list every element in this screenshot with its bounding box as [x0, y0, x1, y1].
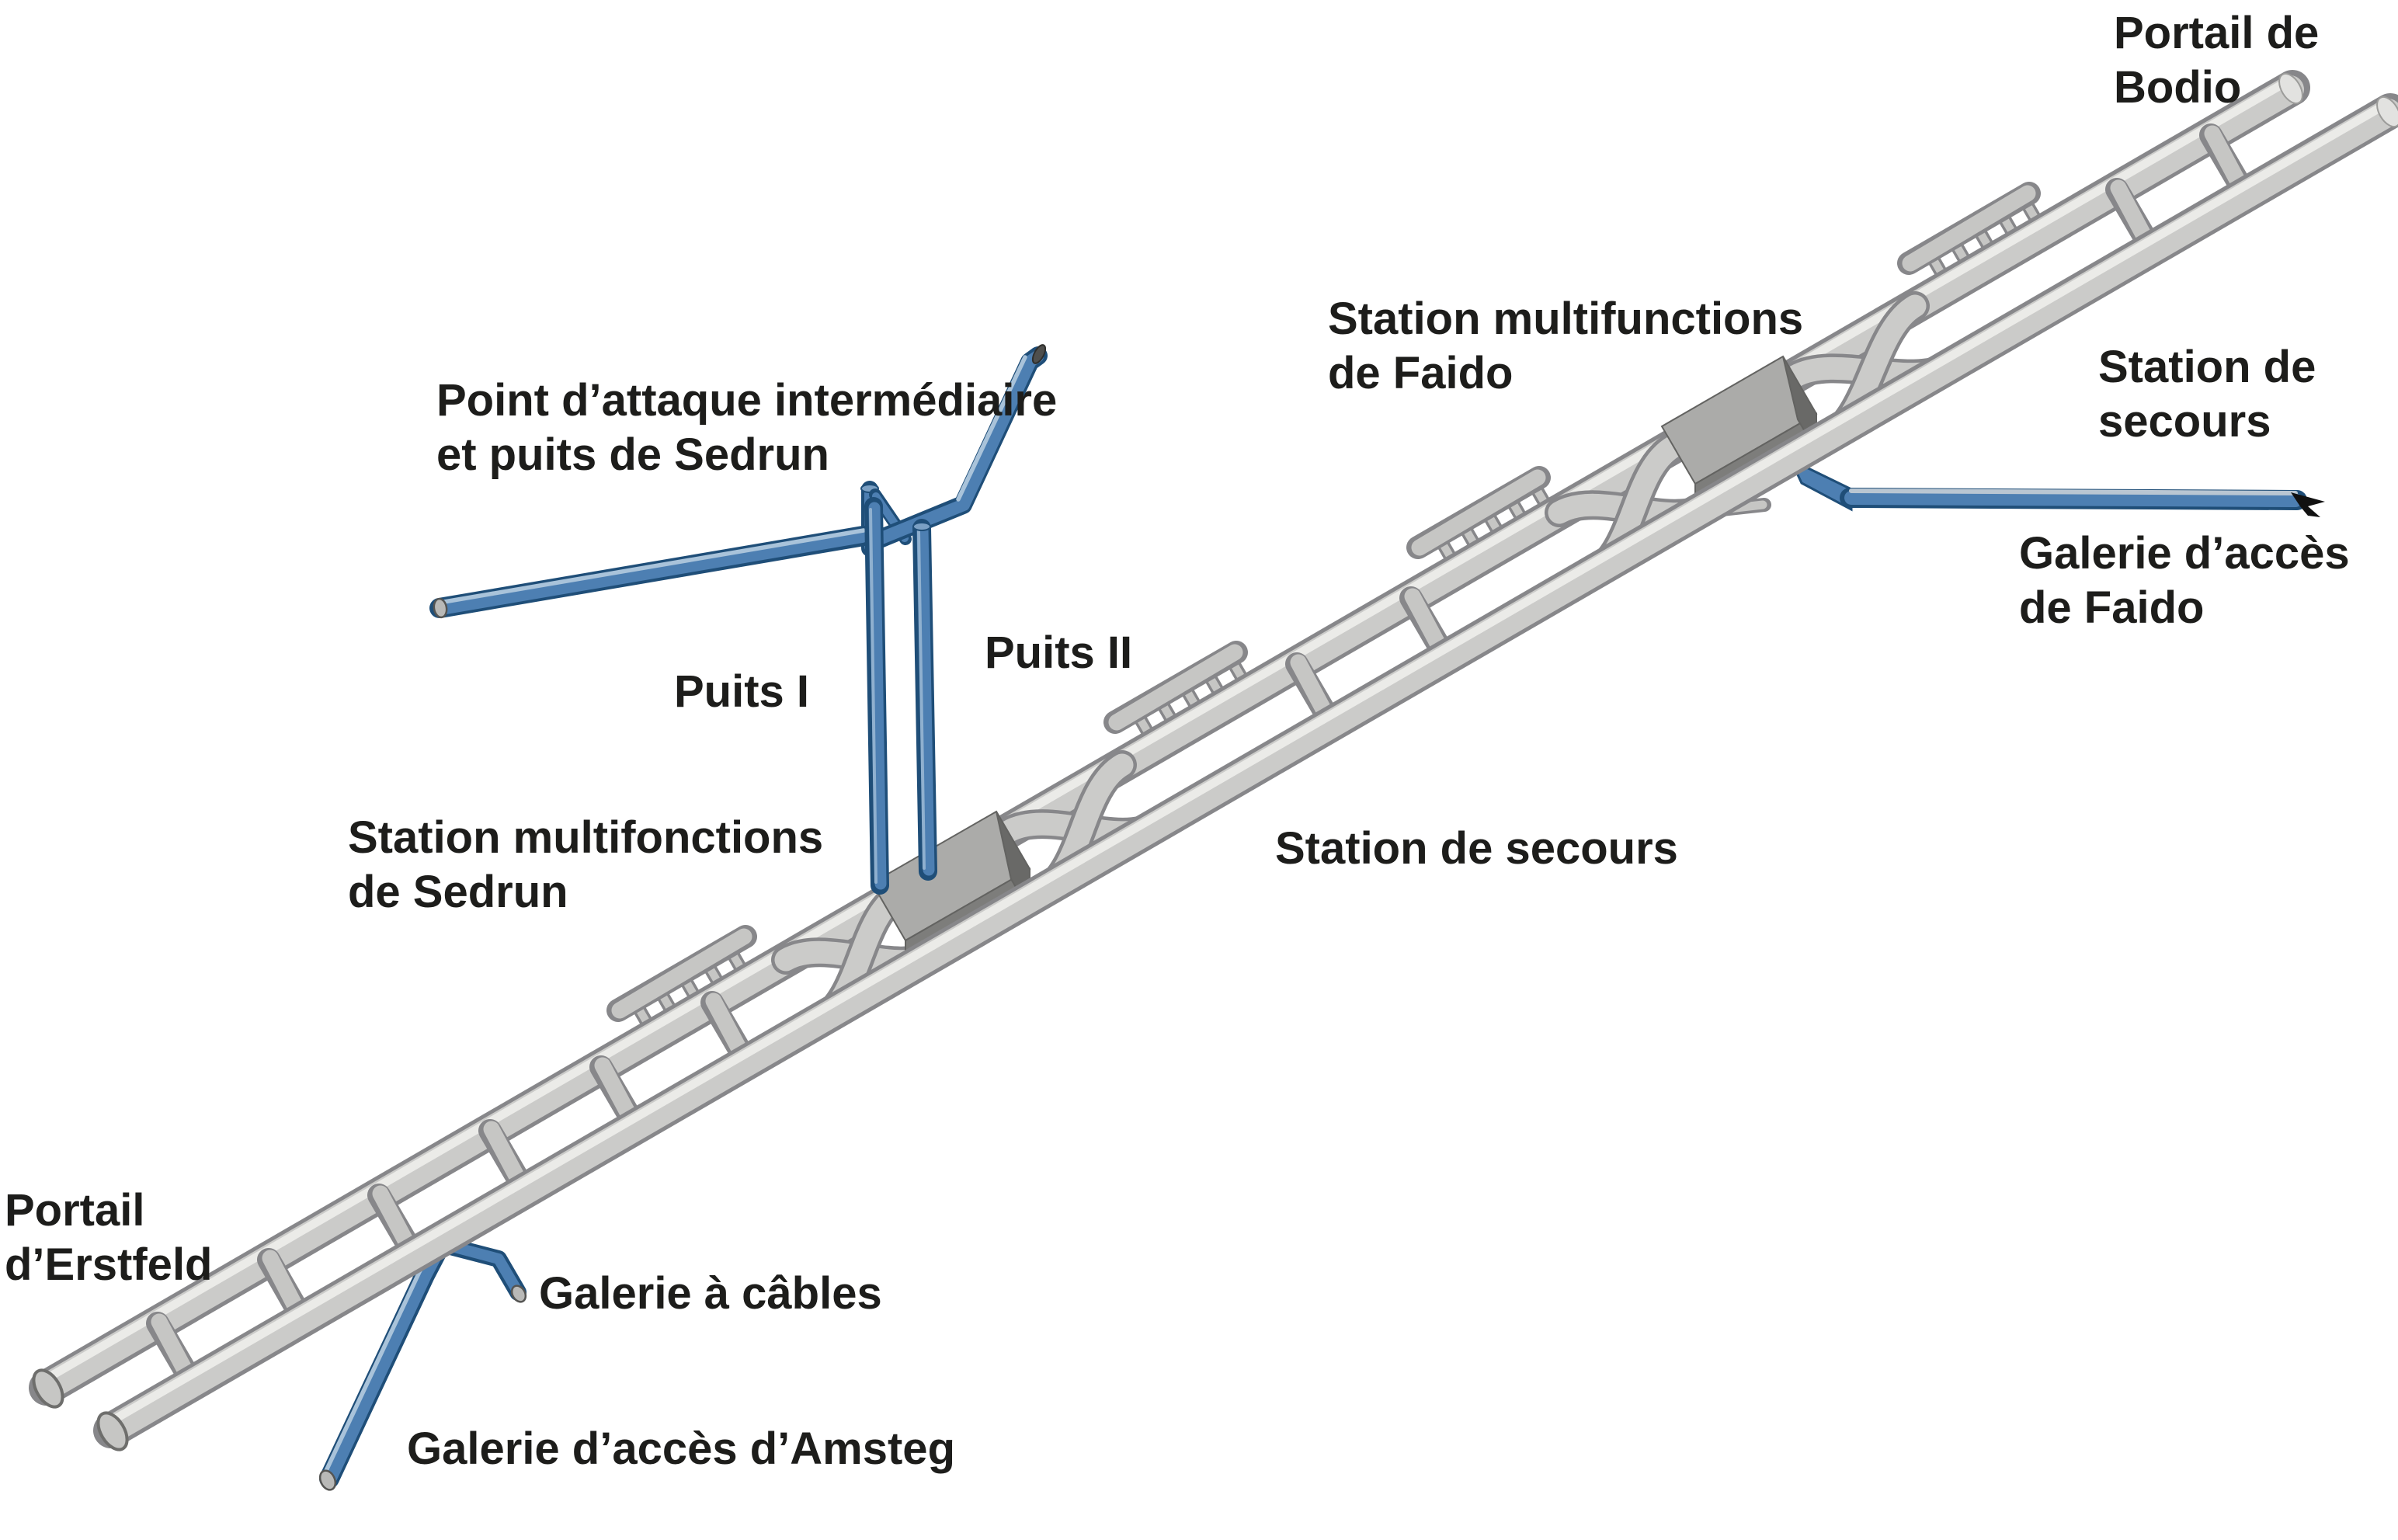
label-galerie-amsteg: Galerie d’accès d’Amsteg	[407, 1424, 955, 1474]
faido-gallery-fan	[1788, 457, 1853, 512]
erstfeld-portal-west	[32, 1368, 64, 1409]
puits-2-cap	[912, 522, 931, 531]
erstfeld-portal-east	[96, 1411, 129, 1451]
label-portail-bodio-2: Bodio	[2114, 62, 2241, 113]
label-station-sedrun-1: Station multifonctions	[348, 812, 823, 863]
label-station-secours-center: Station de secours	[1275, 823, 1678, 874]
tunnel-tube-east	[93, 93, 2398, 1448]
faido-gallery-arrow	[2291, 492, 2325, 517]
label-galerie-cables: Galerie à câbles	[539, 1268, 882, 1319]
label-point-attaque-1: Point d’attaque intermédiaire	[436, 375, 1057, 426]
label-portail-erstfeld-1: Portail	[5, 1185, 145, 1236]
faido-access-gallery	[1686, 457, 2325, 520]
bodio-portal-west	[2278, 72, 2303, 105]
bodio-portal-east	[2376, 96, 2398, 128]
label-station-secours-right-2: secours	[2098, 396, 2271, 447]
label-galerie-faido-1: Galerie d’accès	[2019, 528, 2350, 579]
portals	[32, 72, 2398, 1451]
label-station-faido-2: de Faido	[1328, 348, 1513, 398]
sedrun-shafts	[864, 497, 937, 895]
label-puits-1: Puits I	[674, 666, 809, 717]
gallery-open-end	[433, 597, 448, 619]
amsteg-open-end	[318, 1469, 337, 1491]
label-station-sedrun-2: de Sedrun	[348, 867, 568, 917]
label-puits-2: Puits II	[985, 627, 1132, 678]
label-station-faido-1: Station multifunctions	[1328, 294, 1803, 344]
labels: Portail de Bodio Station multifunctions …	[5, 8, 2350, 1474]
cable-gallery-open-end	[510, 1284, 527, 1303]
label-portail-erstfeld-2: d’Erstfeld	[5, 1239, 213, 1290]
label-portail-bodio-1: Portail de	[2114, 8, 2319, 58]
cross-passages	[146, 123, 2257, 1395]
label-point-attaque-2: et puits de Sedrun	[436, 429, 829, 480]
label-station-secours-right-1: Station de	[2098, 342, 2316, 392]
label-galerie-faido-2: de Faido	[2019, 582, 2204, 633]
adit-portal-cap	[1031, 344, 1047, 364]
